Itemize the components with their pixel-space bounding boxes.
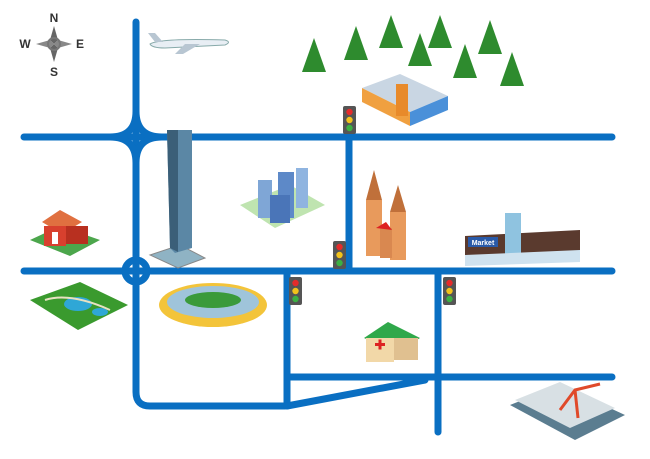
roundabout — [121, 256, 151, 286]
road-network — [20, 18, 616, 436]
compass-north-label: N — [50, 11, 59, 25]
forest-icon — [302, 15, 524, 86]
cloverleaf-interchange — [106, 107, 166, 167]
traffic-light-icon — [343, 106, 356, 134]
compass-south-label: S — [50, 65, 58, 79]
stadium-icon — [159, 283, 267, 327]
school-building-icon — [362, 74, 448, 126]
office-buildings-icon — [240, 168, 325, 228]
traffic-light-icon — [443, 277, 456, 305]
airplane-icon — [148, 33, 229, 54]
compass-west-label: W — [19, 37, 31, 51]
market-sign: Market — [472, 240, 495, 247]
traffic-light-icon — [333, 241, 346, 269]
compass-east-label: E — [76, 37, 84, 51]
harbor-port-icon — [510, 382, 625, 440]
church-icon — [366, 170, 406, 260]
road-west-street — [132, 18, 289, 410]
skyscraper-icon — [148, 130, 207, 269]
traffic-light-icon — [289, 277, 302, 305]
house-icon — [30, 210, 100, 256]
hospital-icon — [364, 322, 420, 362]
compass-rose: N S W E — [19, 11, 84, 79]
park-icon — [30, 282, 128, 330]
market-building-icon: Market — [465, 213, 580, 266]
road-diagonal — [283, 376, 429, 410]
